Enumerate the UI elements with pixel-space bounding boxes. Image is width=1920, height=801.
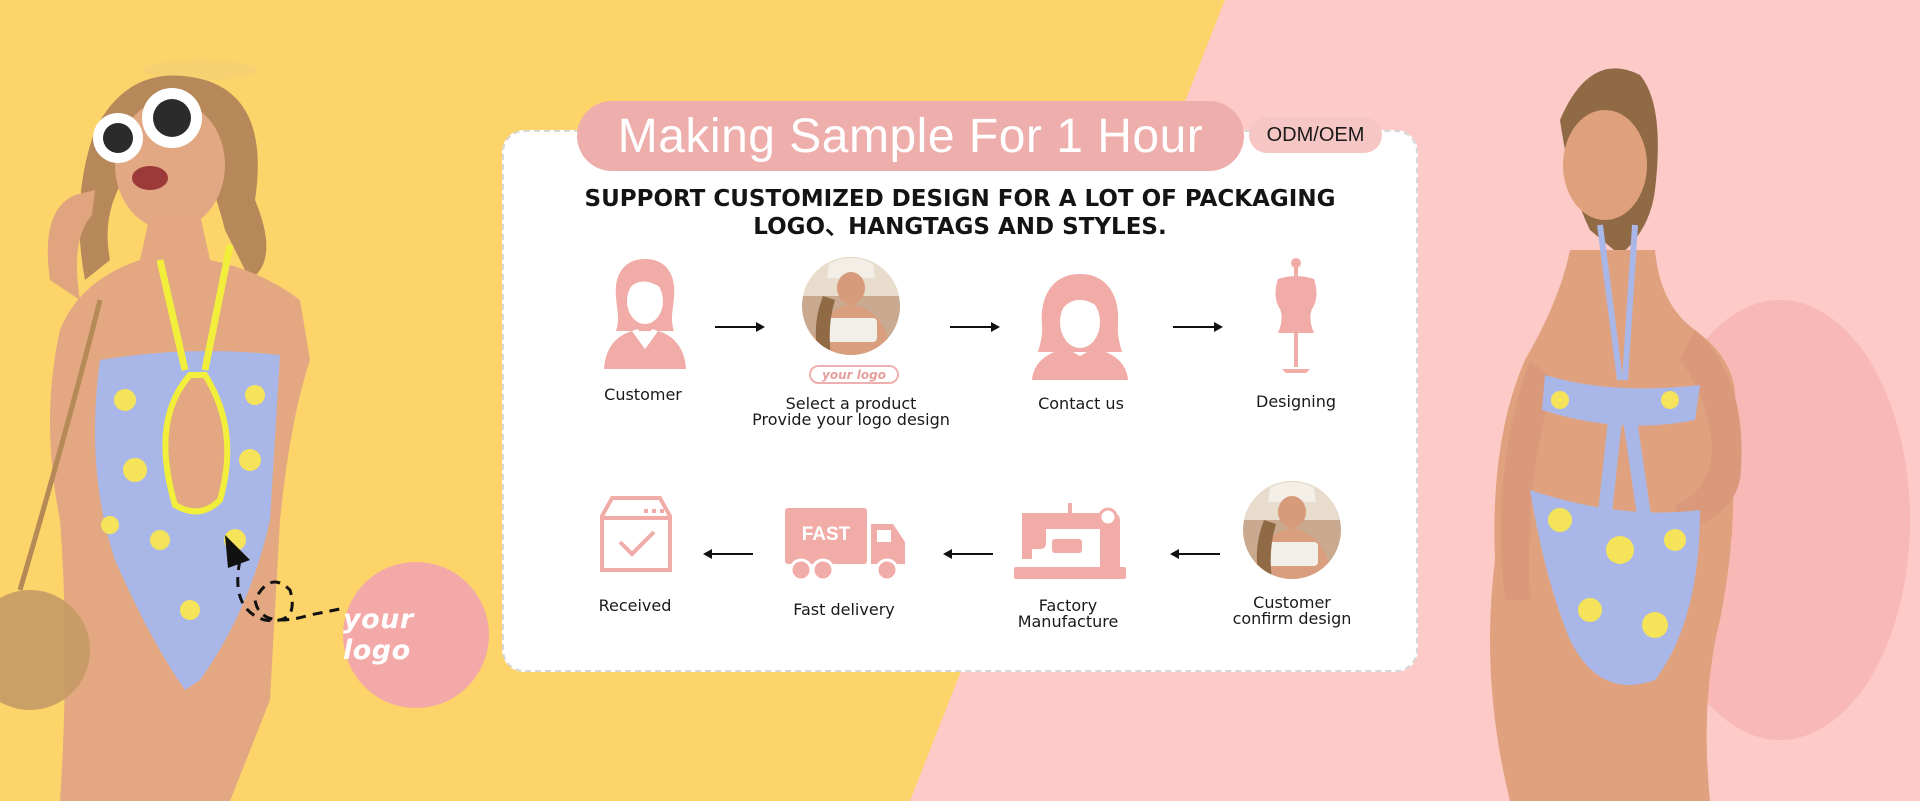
step-designing-text: Designing — [1256, 392, 1336, 411]
right-model-image — [1490, 68, 1910, 801]
your-logo-tag-text: your logo — [822, 367, 886, 382]
your-logo-badge-text: your logo — [343, 604, 414, 666]
odm-oem-label: ODM/OEM — [1266, 123, 1365, 146]
step-received-text: Received — [598, 596, 672, 615]
arrow-left-icon — [1170, 549, 1220, 559]
step-select-line-2: Provide your logo design — [752, 410, 950, 429]
step-confirm-line-2: confirm design — [1232, 609, 1352, 628]
step-designing-label: Designing — [1186, 394, 1406, 410]
confirm-product-photo — [1243, 481, 1341, 579]
step-delivery-label: Fast delivery — [734, 602, 954, 618]
step-customer-label: Customer — [533, 387, 753, 403]
truck-fast-text: FAST — [802, 524, 851, 545]
title-banner: Making Sample For 1 Hour — [577, 101, 1244, 171]
step-customer-text: Customer — [604, 385, 682, 404]
sewing-machine-icon — [1014, 503, 1126, 579]
your-logo-tag: your logo — [809, 365, 899, 384]
step-contact-text: Contact us — [1038, 394, 1124, 413]
dress-form-icon — [1275, 258, 1317, 373]
product-photo — [802, 257, 900, 355]
step-factory-label: Factory Manufacture — [958, 598, 1178, 630]
contact-icon — [1032, 274, 1128, 380]
step-factory-line-2: Manufacture — [1017, 612, 1119, 631]
step-delivery-text: Fast delivery — [793, 600, 895, 619]
left-model-image — [0, 60, 346, 801]
arrow-right-icon — [950, 322, 1000, 332]
odm-oem-badge: ODM/OEM — [1249, 117, 1382, 153]
process-card — [502, 130, 1418, 672]
step-confirm-label: Customer confirm design — [1182, 595, 1402, 627]
arrow-left-icon — [703, 549, 753, 559]
subtitle: SUPPORT CUSTOMIZED DESIGN FOR A LOT OF P… — [560, 185, 1360, 241]
step-contact-label: Contact us — [971, 396, 1191, 412]
step-select-label: Select a product Provide your logo desig… — [741, 396, 961, 428]
arrow-left-icon — [943, 549, 993, 559]
your-logo-badge: your logo — [343, 562, 489, 708]
subtitle-line-2: LOGO、HANGTAGS AND STYLES. — [753, 214, 1167, 240]
step-select-line-1: Select a product — [785, 394, 917, 413]
subtitle-line-1: SUPPORT CUSTOMIZED DESIGN FOR A LOT OF P… — [584, 186, 1336, 212]
package-icon — [600, 496, 672, 572]
step-received-label: Received — [525, 598, 745, 614]
arrow-right-icon — [1173, 322, 1223, 332]
page-title: Making Sample For 1 Hour — [617, 109, 1204, 163]
step-factory-line-1: Factory — [1038, 596, 1098, 615]
customer-icon — [604, 259, 686, 369]
arrow-right-icon — [715, 322, 765, 332]
step-confirm-line-1: Customer — [1253, 593, 1331, 612]
truck-icon: FAST — [785, 508, 905, 582]
